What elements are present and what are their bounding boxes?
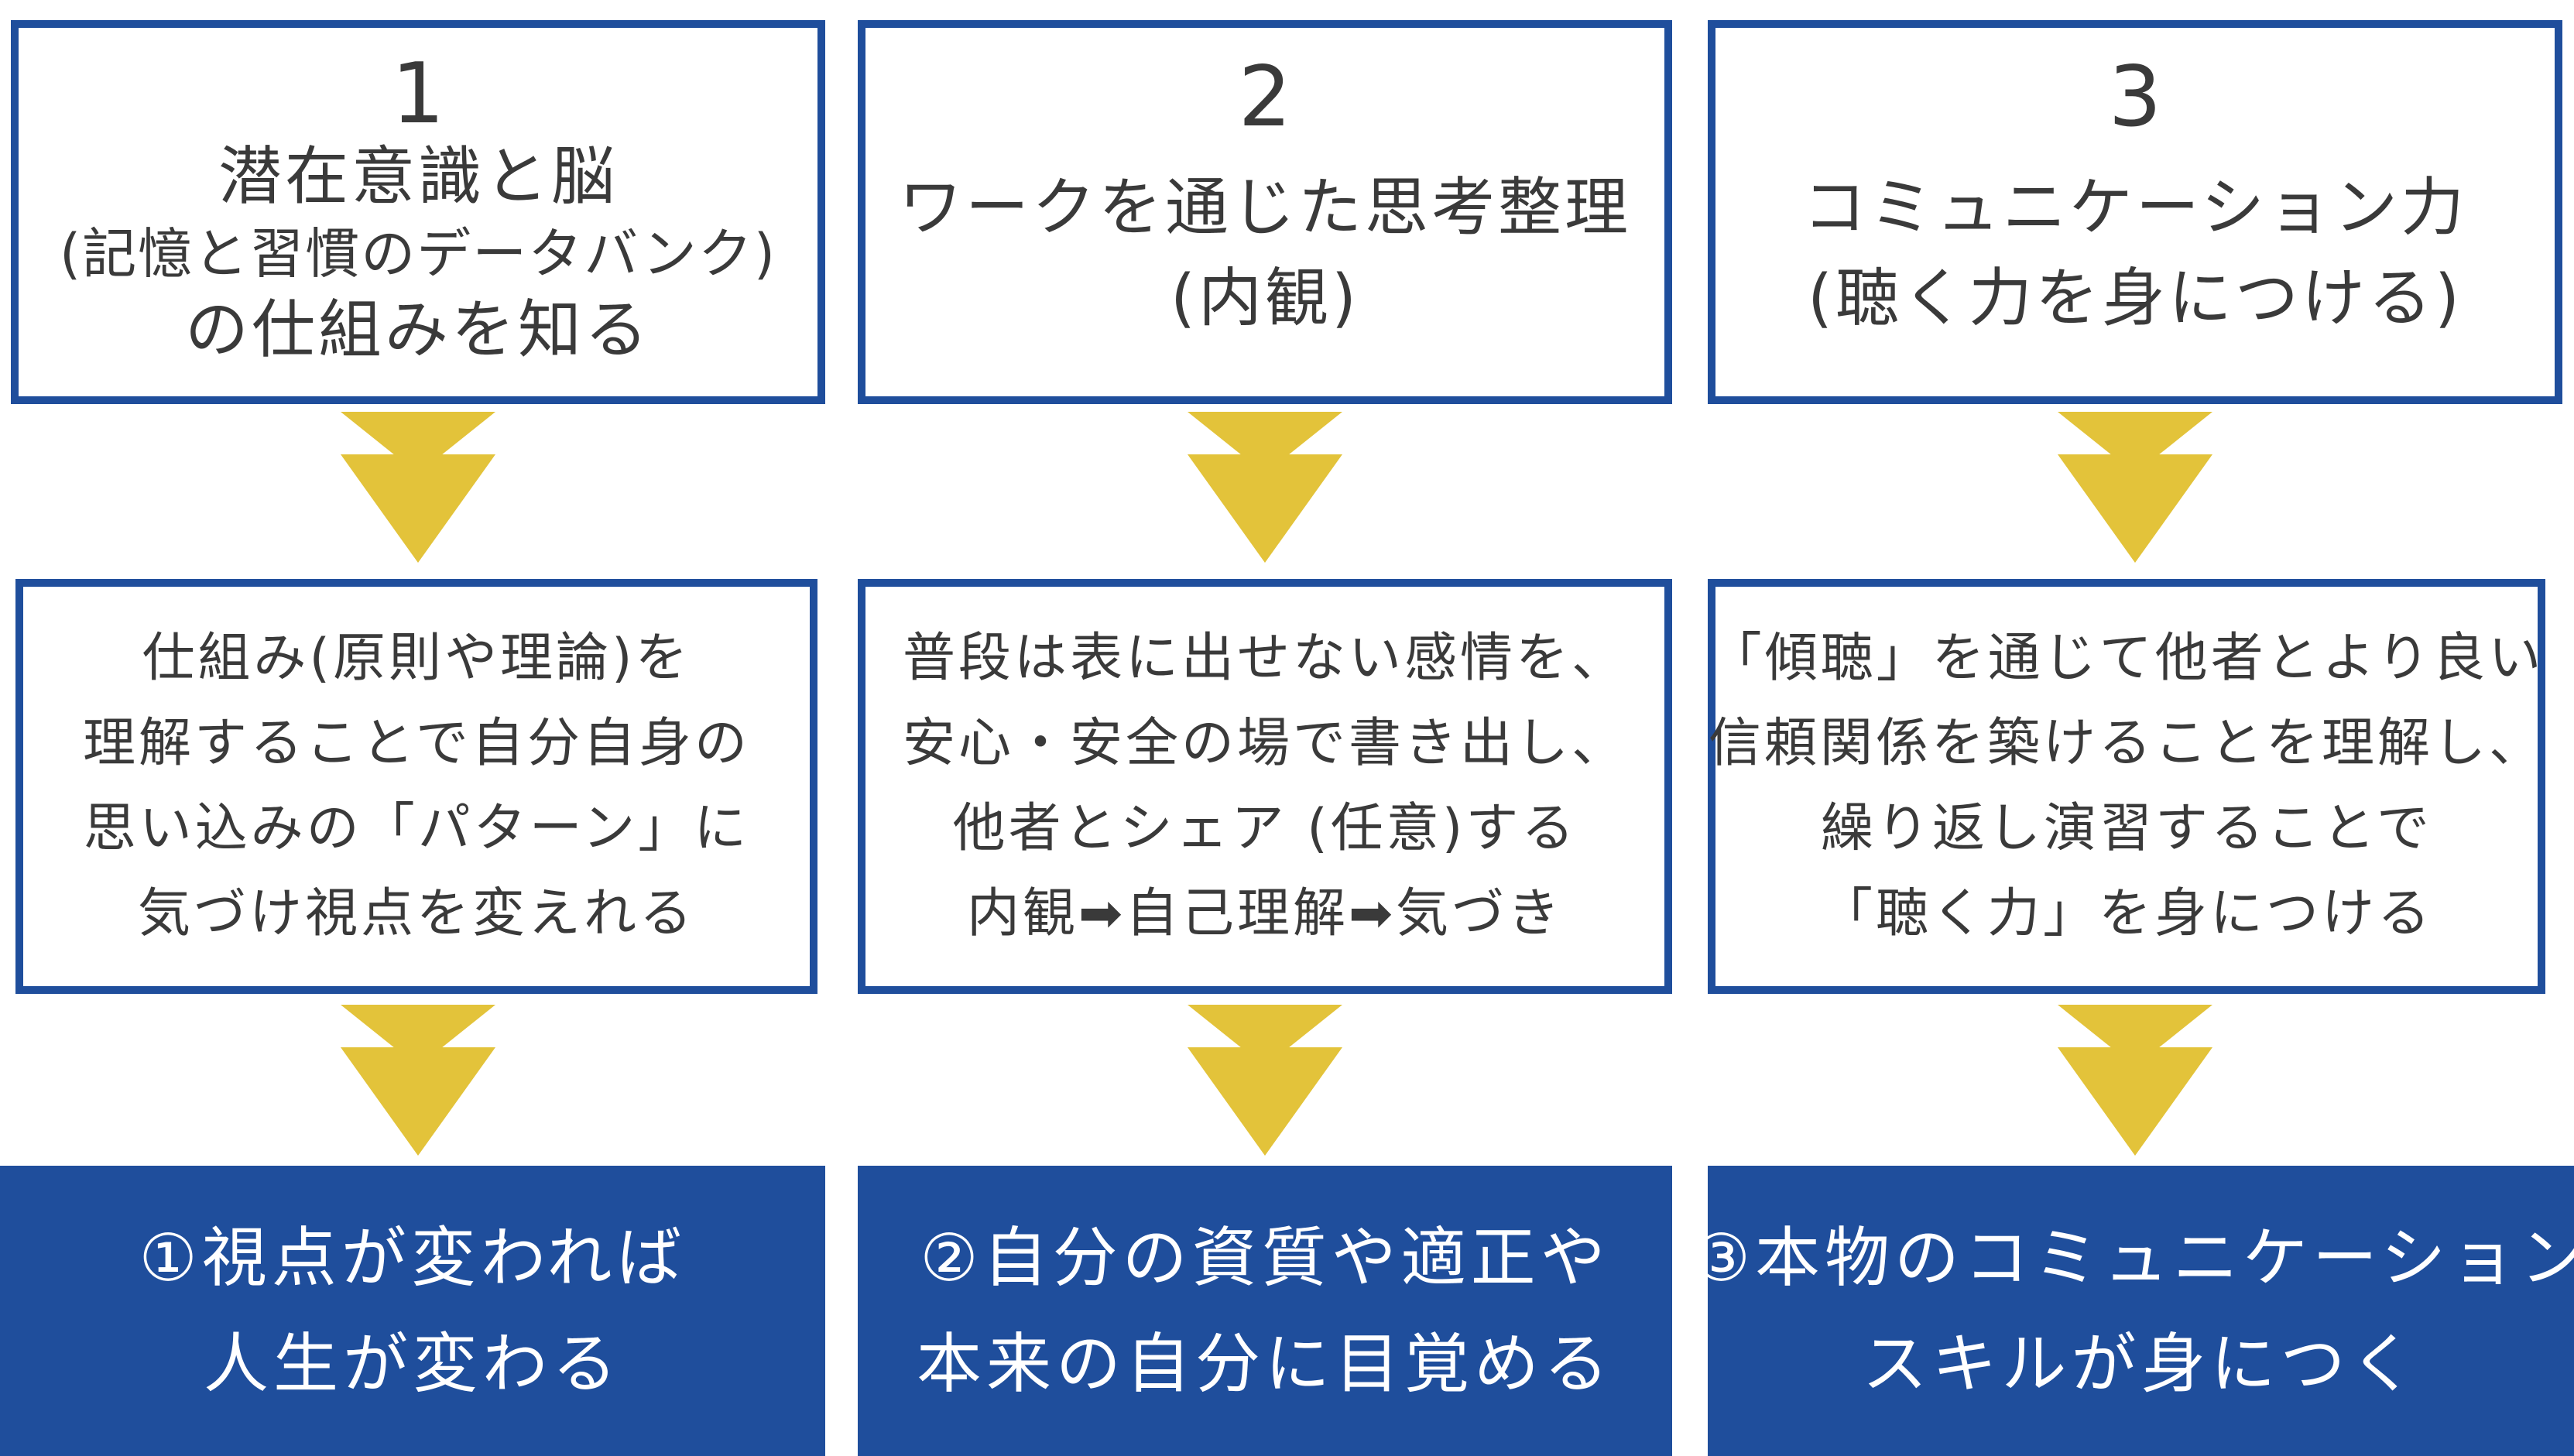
step-2-description-line: 他者とシェア (任意)する	[952, 798, 1578, 859]
down-arrow-icon	[341, 412, 495, 563]
step-3-description-line: 「聴く力」を身につける	[1819, 883, 2433, 945]
step-1-description-line: 思い込みの「パターン」に	[83, 798, 750, 859]
step-2-number: 2	[1238, 49, 1292, 146]
step-1-description-line: 気づけ視点を変えれる	[137, 883, 695, 945]
step-2-result-box: ②自分の資質や適正や 本来の自分に目覚める	[858, 1166, 1672, 1456]
step-column-1: 1 潜在意識と脳 (記憶と習慣のデータバンク) の仕組みを知る 仕組み(原則や理…	[0, 0, 825, 1456]
step-2-description-box: 普段は表に出せない感情を、 安心・安全の場で書き出し、 他者とシェア (任意)す…	[858, 579, 1672, 994]
step-1-result-line: ①視点が変われば	[139, 1220, 687, 1297]
down-arrow-icon	[341, 1005, 495, 1156]
step-1-title-box: 1 潜在意識と脳 (記憶と習慣のデータバンク) の仕組みを知る	[11, 20, 825, 404]
down-arrow-icon	[2058, 1005, 2212, 1156]
step-3-title-box: 3 コミュニケーション力 (聴く力を身につける)	[1708, 20, 2562, 404]
step-3-description-line: 「傾聴」を通じて他者とより良い	[1709, 627, 2545, 689]
step-3-result-line: ③本物のコミュニケーション	[1691, 1220, 2574, 1297]
step-2-title-box: 2 ワークを通じた思考整理 (内観)	[858, 20, 1672, 404]
step-2-title-line: (内観)	[1170, 261, 1359, 335]
step-1-description-line: 理解することで自分自身の	[83, 712, 750, 774]
step-3-description-line: 繰り返し演習することで	[1821, 798, 2432, 859]
step-3-description-box: 「傾聴」を通じて他者とより良い 信頼関係を築けることを理解し、 繰り返し演習する…	[1708, 579, 2545, 994]
step-1-title-line: 潜在意識と脳	[218, 139, 618, 214]
step-3-number: 3	[2108, 49, 2162, 146]
step-1-description-box: 仕組み(原則や理論)を 理解することで自分自身の 思い込みの「パターン」に 気づ…	[15, 579, 817, 994]
step-3-title-line: (聴く力を身につける)	[1808, 261, 2463, 335]
step-2-description-line: 安心・安全の場で書き出し、	[902, 712, 1627, 774]
step-1-title-line: の仕組みを知る	[184, 293, 651, 367]
down-arrow-icon	[2058, 412, 2212, 563]
step-column-2: 2 ワークを通じた思考整理 (内観) 普段は表に出せない感情を、 安心・安全の場…	[858, 0, 1672, 1456]
step-1-result-box: ①視点が変われば 人生が変わる	[0, 1166, 825, 1456]
step-2-result-line: ②自分の資質や適正や	[920, 1220, 1610, 1297]
step-1-number: 1	[391, 45, 445, 142]
step-3-description-line: 信頼関係を築けることを理解し、	[1709, 712, 2545, 774]
step-3-result-box: ③本物のコミュニケーション スキルが身につく	[1692, 1166, 2574, 1456]
step-3-title-line: コミュニケーション力	[1802, 171, 2468, 245]
step-column-3: 3 コミュニケーション力 (聴く力を身につける) 「傾聴」を通じて他者とより良い…	[1692, 0, 2574, 1456]
step-2-description-line: 内観➡自己理解➡気づき	[967, 883, 1563, 945]
step-2-description-line: 普段は表に出せない感情を、	[902, 627, 1627, 689]
step-1-result-line: 人生が変わる	[203, 1325, 622, 1402]
down-arrow-icon	[1188, 412, 1342, 563]
step-3-result-line: スキルが身につく	[1862, 1325, 2420, 1402]
step-1-description-line: 仕組み(原則や理論)を	[142, 627, 691, 689]
down-arrow-icon	[1188, 1005, 1342, 1156]
step-2-title-line: ワークを通じた思考整理	[898, 171, 1631, 245]
step-1-title-line: (記憶と習慣のデータバンク)	[59, 221, 777, 286]
step-2-result-line: 本来の自分に目覚める	[916, 1325, 1613, 1402]
